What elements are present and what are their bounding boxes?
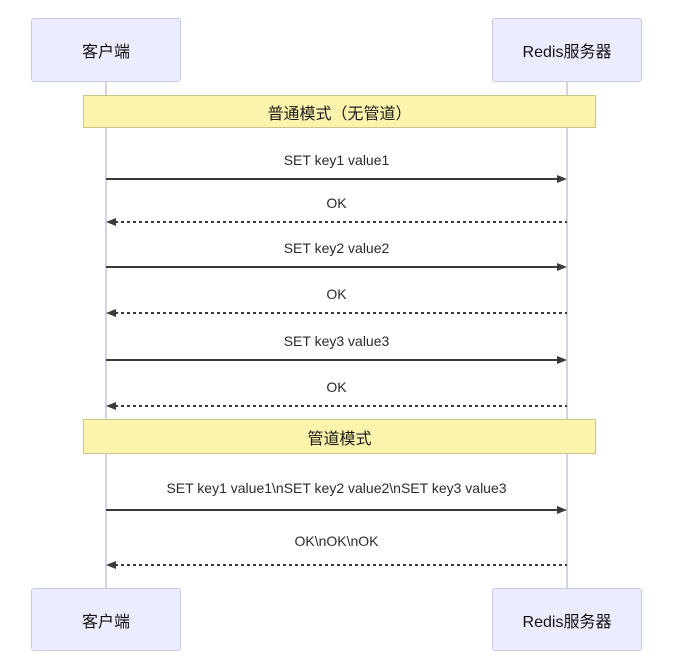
message-arrow-ok-1 xyxy=(106,218,567,226)
arrowhead-right-icon xyxy=(557,263,567,271)
message-arrow-ok-3 xyxy=(106,402,567,410)
arrowhead-left-icon xyxy=(106,402,116,410)
section-banner-normal-mode: 普通模式（无管道） xyxy=(83,95,596,128)
arrow-line xyxy=(115,564,567,566)
lifeline-client xyxy=(105,82,107,588)
actor-box-redis-server-bottom: Redis服务器 xyxy=(492,588,642,651)
section-label-normal-mode: 普通模式（无管道） xyxy=(267,105,412,123)
actor-label-redis-server-bottom: Redis服务器 xyxy=(522,613,612,631)
actor-box-client-bottom: 客户端 xyxy=(31,588,181,651)
arrow-line xyxy=(106,178,558,180)
message-label-ok-1: OK xyxy=(326,195,347,211)
message-label-ok-3: OK xyxy=(326,379,347,395)
message-arrow-pipelined-sets xyxy=(106,506,567,514)
arrowhead-right-icon xyxy=(557,506,567,514)
arrowhead-right-icon xyxy=(557,175,567,183)
message-label-set-key1: SET key1 value1 xyxy=(283,152,390,168)
actor-label-client-bottom: 客户端 xyxy=(81,613,130,631)
message-label-ok-2: OK xyxy=(326,286,347,302)
actor-box-redis-server-top: Redis服务器 xyxy=(492,18,642,82)
message-arrow-pipelined-oks xyxy=(106,561,567,569)
arrow-line xyxy=(106,266,558,268)
arrow-line xyxy=(106,359,558,361)
section-banner-pipeline-mode: 管道模式 xyxy=(83,419,596,454)
message-label-set-key3: SET key3 value3 xyxy=(283,333,390,349)
actor-label-client: 客户端 xyxy=(81,44,130,61)
arrow-line xyxy=(106,509,558,511)
actor-box-client-top: 客户端 xyxy=(31,18,181,82)
arrowhead-left-icon xyxy=(106,309,116,317)
message-label-pipelined-sets: SET key1 value1\nSET key2 value2\nSET ke… xyxy=(166,480,507,496)
actor-label-redis-server: Redis服务器 xyxy=(522,44,612,61)
arrowhead-right-icon xyxy=(557,356,567,364)
message-label-pipelined-oks: OK\nOK\nOK xyxy=(294,533,379,549)
arrowhead-left-icon xyxy=(106,561,116,569)
lifeline-redis-server xyxy=(566,82,568,588)
section-label-pipeline-mode: 管道模式 xyxy=(307,430,372,448)
arrowhead-left-icon xyxy=(106,218,116,226)
message-label-set-key2: SET key2 value2 xyxy=(283,240,390,256)
message-arrow-set-key2 xyxy=(106,263,567,271)
arrow-line xyxy=(115,221,567,223)
arrow-line xyxy=(115,312,567,314)
message-arrow-set-key1 xyxy=(106,175,567,183)
message-arrow-set-key3 xyxy=(106,356,567,364)
arrow-line xyxy=(115,405,567,407)
message-arrow-ok-2 xyxy=(106,309,567,317)
